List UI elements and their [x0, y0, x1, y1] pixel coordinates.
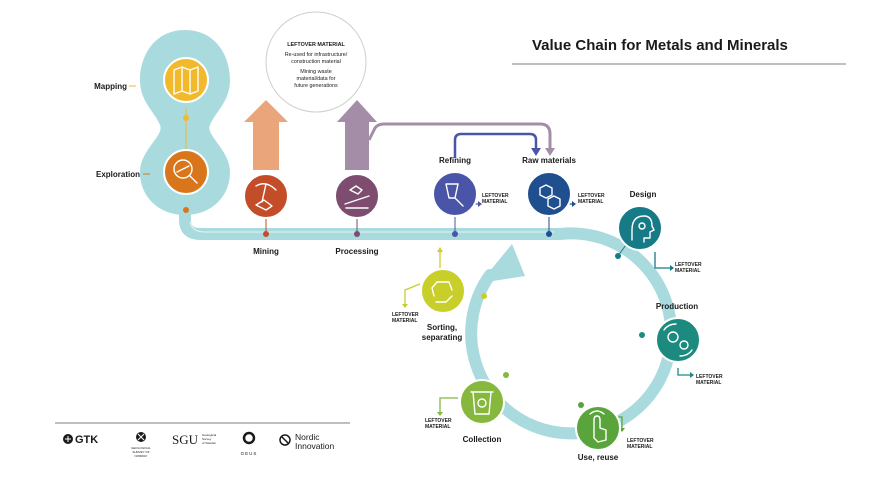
leftover-bubble-line-1: Re-used for infrastructure/: [285, 52, 348, 58]
logo-gtk-text: GTK: [75, 434, 98, 446]
pickaxe-ore-icon: [255, 183, 277, 211]
connectors: [183, 108, 645, 408]
crucible-pour-icon: [445, 183, 464, 207]
magnifier-ore-icon: [173, 159, 198, 184]
stage-sorting[interactable]: [420, 268, 466, 314]
cubes-icon: [539, 184, 561, 210]
label-use-reuse: Use, reuse: [578, 453, 619, 462]
conveyor-ore-icon: [344, 185, 370, 209]
recycle-arrows-icon: [431, 281, 453, 303]
logo-ngu: GEOLOGICAL SURVEY OF NORWAY: [131, 432, 151, 458]
leftover-tag-refining-2: MATERIAL: [482, 199, 507, 205]
logo-geus-text: GEUS: [241, 451, 258, 456]
hand-touch-icon: [589, 410, 607, 443]
leftover-tag-design-1: LEFTOVER: [675, 262, 702, 268]
head-gears-icon: [631, 215, 655, 243]
label-production: Production: [656, 302, 698, 311]
label-processing: Processing: [335, 247, 378, 256]
label-sorting-1: Sorting,: [427, 323, 457, 332]
leftover-tags: LEFTOVER MATERIAL LEFTOVER MATERIAL LEFT…: [392, 193, 723, 450]
leftover-bubble-line-3: Mining waste: [300, 69, 331, 75]
label-exploration: Exploration: [96, 170, 140, 179]
leftover-tag-design-2: MATERIAL: [675, 268, 700, 274]
stage-mining[interactable]: [243, 173, 289, 219]
stage-processing[interactable]: [334, 173, 380, 219]
mining-up-arrow: [244, 100, 288, 170]
page-title: Value Chain for Metals and Minerals: [532, 37, 788, 54]
leftover-tag-production-2: MATERIAL: [696, 380, 721, 386]
stage-use-reuse[interactable]: [575, 405, 621, 451]
leftover-bubble-line-5: future generations: [294, 83, 338, 89]
leftover-tag-raw-2: MATERIAL: [578, 199, 603, 205]
logo-ngu-line-2: SURVEY OF: [132, 450, 149, 454]
logo-sgu-sub-1: Geological: [202, 433, 217, 437]
logo-sgu: SGU Geological Survey of Sweden: [172, 432, 217, 447]
main-track-highlight: [189, 221, 560, 233]
refining-raw-arrow: [453, 132, 538, 158]
label-raw-materials: Raw materials: [522, 156, 576, 165]
processing-branch-line: [367, 122, 552, 150]
logo-sgu-sub-3: of Sweden: [202, 441, 217, 445]
leftover-bubble-line-4: material/data for: [297, 76, 336, 82]
stage-design[interactable]: [617, 205, 663, 251]
leftover-material-bubble: LEFTOVER MATERIAL Re-used for infrastruc…: [265, 11, 367, 113]
stage-exploration[interactable]: [163, 149, 209, 195]
gears-cycle-icon: [663, 323, 693, 357]
leftover-tag-sorting-1: LEFTOVER: [392, 312, 419, 318]
refining-raw-arrowhead: [531, 148, 541, 156]
stage-refining[interactable]: [432, 171, 478, 217]
label-mapping: Mapping: [94, 82, 127, 91]
leftover-tag-collection-2: MATERIAL: [425, 424, 450, 430]
stage-raw-materials[interactable]: [526, 171, 572, 217]
logo-sgu-text: SGU: [172, 432, 199, 447]
leftover-tag-refining-1: LEFTOVER: [482, 193, 509, 199]
stage-mapping[interactable]: [163, 57, 209, 103]
processing-up-arrow: [337, 100, 377, 170]
stage-collection[interactable]: [459, 379, 505, 425]
leftover-tag-use-2: MATERIAL: [627, 444, 652, 450]
logo-nordic-line-2: Innovation: [295, 441, 334, 451]
label-sorting-2: separating: [422, 333, 463, 342]
leftover-tag-raw-1: LEFTOVER: [578, 193, 605, 199]
label-collection: Collection: [463, 435, 502, 444]
logo-nordic-innovation: Nordic Innovation: [279, 432, 334, 451]
folded-map-icon: [173, 66, 199, 95]
label-refining: Refining: [439, 156, 471, 165]
leftover-tag-sorting-2: MATERIAL: [392, 318, 417, 324]
leftover-tag-production-1: LEFTOVER: [696, 374, 723, 380]
leftover-bubble-heading: LEFTOVER MATERIAL: [287, 42, 345, 48]
leftover-tag-use-1: LEFTOVER: [627, 438, 654, 444]
processing-branch-arrowhead: [545, 148, 555, 156]
recycle-bin-icon: [470, 391, 494, 415]
label-design: Design: [630, 190, 657, 199]
loop-arrowhead: [480, 244, 525, 283]
logo-nordic-line-1: Nordic: [295, 432, 320, 442]
logo-gtk: GTK: [63, 434, 98, 446]
logo-ngu-line-3: NORWAY: [134, 454, 147, 458]
leftover-tag-collection-1: LEFTOVER: [425, 418, 452, 424]
logo-sgu-sub-2: Survey: [202, 437, 212, 441]
label-mining: Mining: [253, 247, 279, 256]
stage-production[interactable]: [655, 317, 701, 363]
logo-geus: GEUS: [241, 431, 258, 456]
logo-ngu-line-1: GEOLOGICAL: [131, 446, 151, 450]
leftover-bubble-line-2: construction material: [291, 59, 341, 65]
main-track: [179, 206, 566, 240]
